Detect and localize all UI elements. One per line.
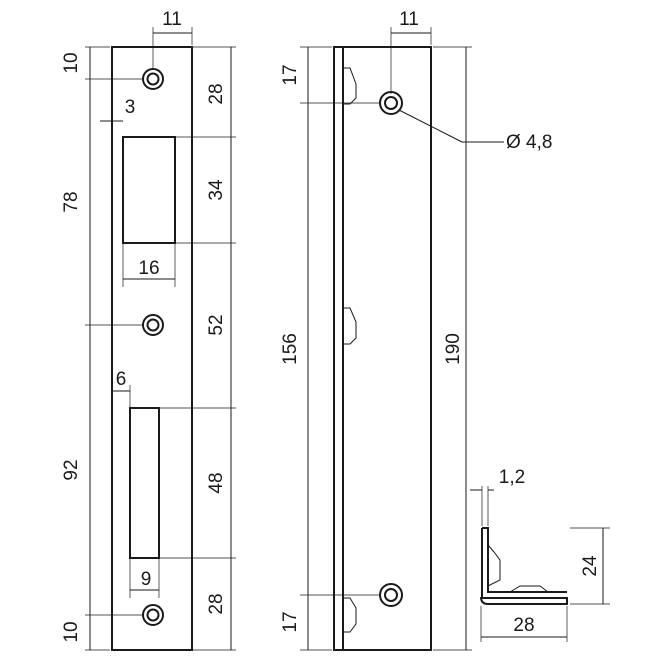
dim-profile-thickness: 1,2 [499, 467, 525, 488]
latch-slot [122, 136, 176, 244]
strike-plate-front [111, 46, 193, 651]
dim-side-hole-span: 156 [280, 333, 301, 365]
dim-front-lower-span: 92 [61, 459, 82, 480]
tab-top [343, 67, 357, 105]
angle-profile [480, 527, 568, 605]
strike-plate-side [333, 46, 432, 651]
screw-hole-top [142, 68, 164, 90]
dim-front-bottom-span: 28 [206, 593, 227, 614]
dim-front-mid-span: 52 [206, 314, 227, 335]
tab-bottom [343, 597, 357, 633]
dim-profile-width: 28 [513, 615, 534, 636]
profile-view: 1,2 24 28 [470, 467, 610, 642]
dim-front-slot1-width: 16 [138, 258, 159, 279]
screw-hole-middle [142, 314, 164, 336]
dim-front-top-width: 11 [162, 9, 182, 30]
side-hole-top [379, 91, 403, 115]
dim-front-hole-to-slot: 28 [206, 83, 227, 104]
dim-front-bottom-margin: 10 [61, 621, 82, 642]
dim-front-slot-offset: 3 [125, 97, 136, 118]
dim-side-bottom-margin: 17 [280, 611, 301, 632]
side-hole-bottom [379, 583, 403, 607]
dim-front-slot2-width: 9 [141, 569, 152, 590]
bolt-slot [129, 407, 160, 559]
dim-profile-height: 24 [580, 555, 601, 577]
dim-side-hole-diameter: Ø 4,8 [506, 132, 552, 153]
dim-side-total-height: 190 [443, 333, 464, 365]
dim-front-slot2-offset: 6 [116, 369, 127, 390]
dim-side-top-width: 11 [399, 9, 419, 30]
profile-tab-horizontal [509, 585, 549, 593]
front-view: 11 10 78 92 10 3 28 34 52 48 28 16 [61, 9, 236, 651]
dim-front-upper-span: 78 [61, 191, 82, 212]
dim-front-top-margin: 10 [61, 52, 82, 73]
dim-front-slot2-height: 48 [206, 472, 227, 493]
dim-side-top-margin: 17 [280, 64, 301, 85]
side-view: 11 Ø 4,8 17 156 17 190 [280, 9, 552, 651]
dim-front-slot1-height: 34 [206, 179, 227, 201]
profile-tab-vertical [487, 544, 501, 587]
screw-hole-bottom [142, 604, 164, 626]
tab-middle [343, 307, 357, 345]
